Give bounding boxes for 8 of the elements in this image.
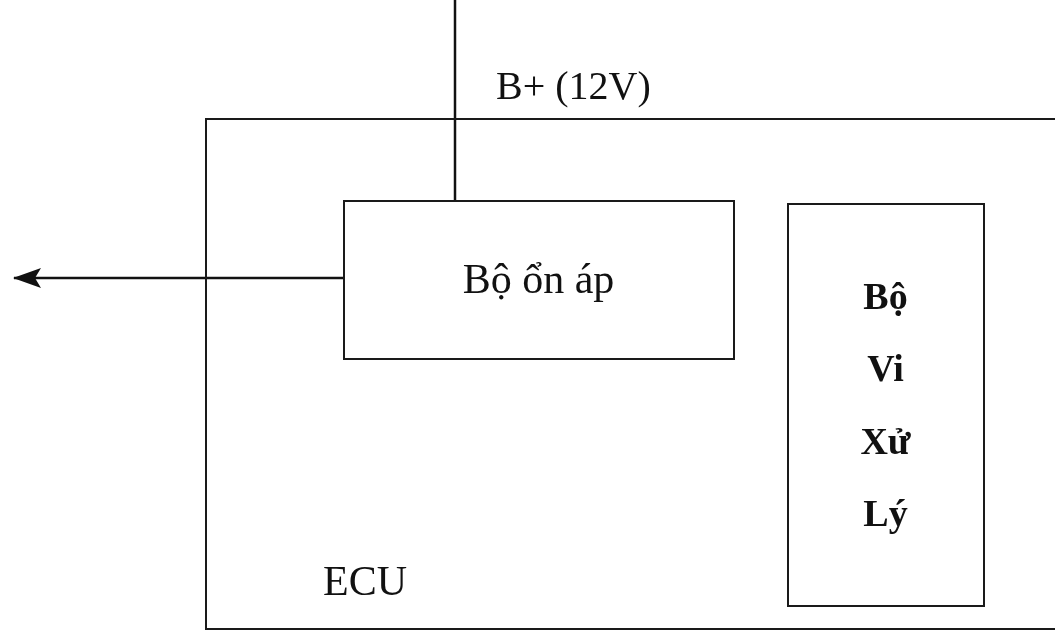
wire <box>453 0 457 200</box>
arrow <box>13 268 343 288</box>
box-label: Bộ ổn áp <box>462 255 615 305</box>
ecu-box <box>205 118 1055 630</box>
box-label: Bộ Vi Xử Lý <box>859 274 912 536</box>
process-box <box>342 199 735 360</box>
processor-box <box>786 202 985 607</box>
box-label: ECU <box>323 556 407 606</box>
